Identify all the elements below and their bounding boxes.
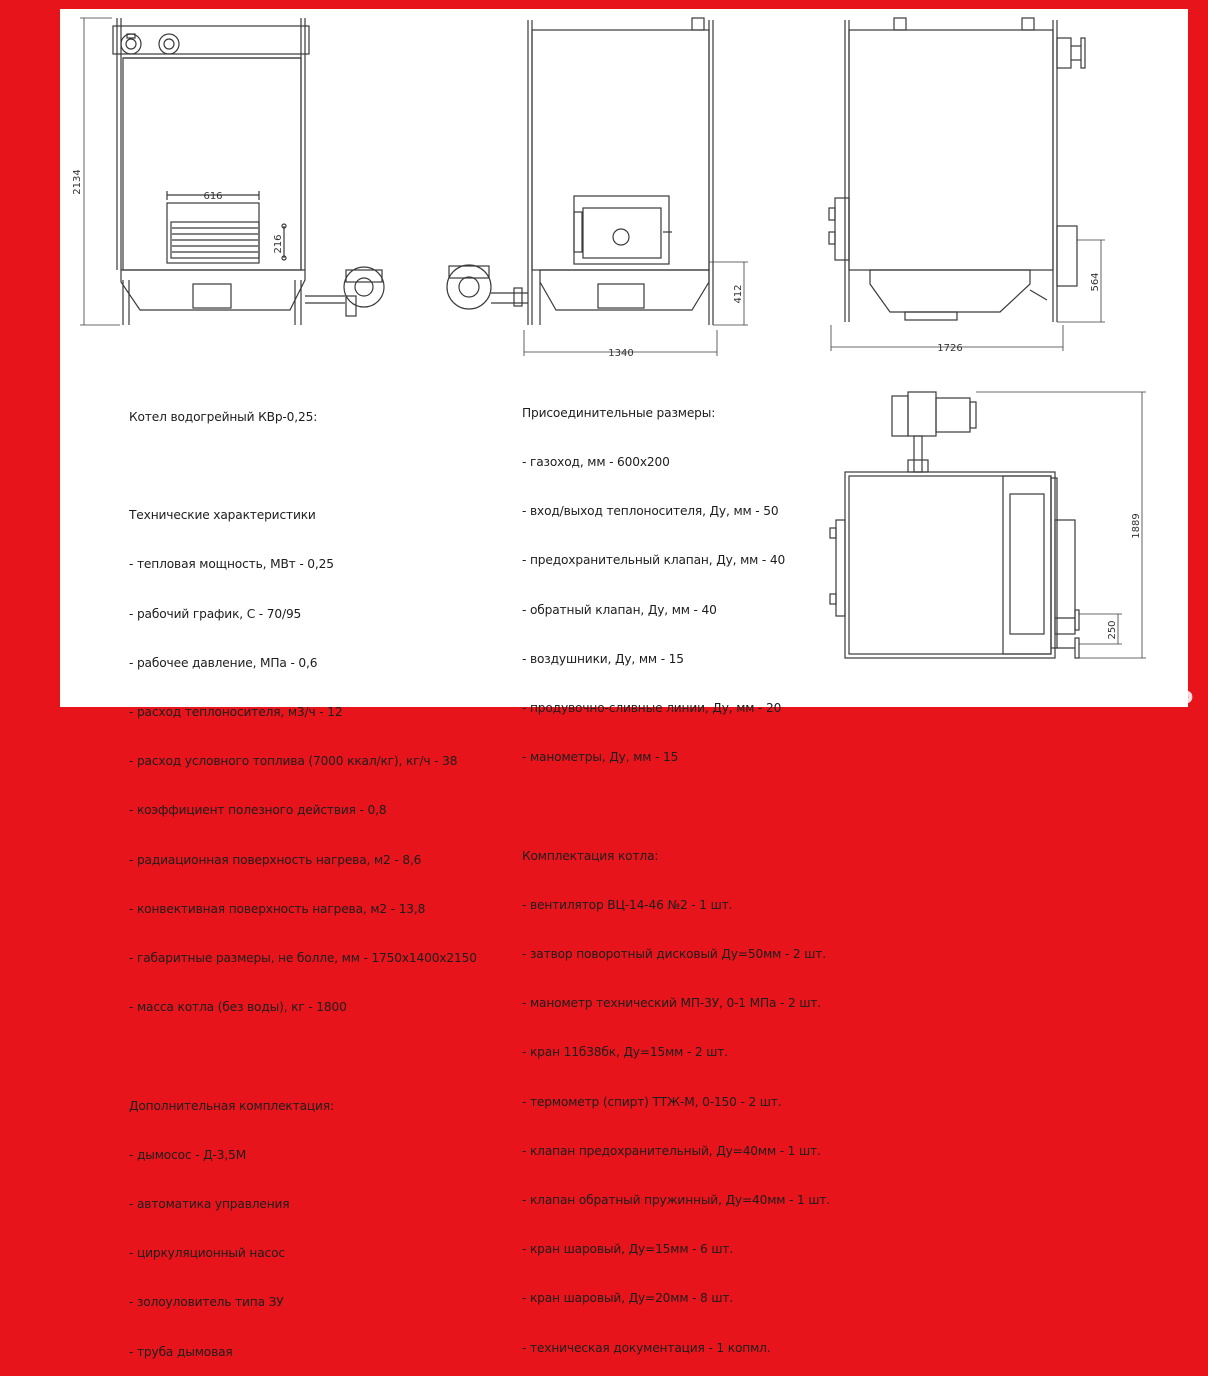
boiler-title: Котел водогрейный КВр-0,25: (129, 409, 318, 424)
kit-line: - клапан предохранительный, Ду=40мм - 1 … (522, 1143, 821, 1158)
dim-back-flue-height: 564 (1090, 272, 1101, 291)
kit-line: - кран шаровый, Ду=15мм - 6 шт. (522, 1242, 734, 1257)
extra-line: - автоматика управления (129, 1197, 290, 1212)
conn-line: - предохранительный клапан, Ду, мм - 40 (522, 553, 786, 568)
conn-line: - продувочно-сливные линии, Ду, мм - 20 (522, 701, 782, 716)
avito-watermark: ●●Avito (1108, 684, 1193, 709)
kit-line: - затвор поворотный дисковый Ду=50мм - 2… (522, 947, 826, 962)
drawing-sheet (60, 9, 1188, 707)
dim-front-height: 2134 (72, 169, 83, 194)
extra-line: - труба дымовая (129, 1344, 233, 1359)
kit-line: - манометр технический МП-3У, 0-1 МПа - … (522, 996, 822, 1011)
conn-line: - манометры, Ду, мм - 15 (522, 750, 679, 765)
extra-heading: Дополнительная комплектация: (129, 1098, 334, 1113)
kit-line: - вентилятор ВЦ-14-46 №2 - 1 шт. (522, 897, 733, 912)
connection-kit-block: Присоединительные размеры: - газоход, мм… (522, 372, 830, 1372)
conn-line: - газоход, мм - 600х200 (522, 455, 670, 470)
dim-side-width: 1340 (608, 348, 633, 359)
kit-heading: Комплектация котла: (522, 848, 659, 863)
side-view (446, 17, 748, 356)
spec-line: - коэффициент полезного действия - 0,8 (129, 803, 387, 818)
spec-line: - рабочее давление, МПа - 0,6 (129, 655, 318, 670)
dim-flue-height: 412 (733, 284, 744, 303)
specs-heading: Технические характеристики (129, 508, 316, 523)
kit-line: - кран шаровый, Ду=20мм - 8 шт. (522, 1291, 734, 1306)
spec-line: - конвективная поверхность нагрева, м2 -… (129, 901, 426, 916)
kit-line: - техническая документация - 1 копмл. (522, 1340, 771, 1355)
technical-drawing: 2134 616 216 1340 412 1726 564 1889 250 (72, 17, 1146, 659)
conn-line: - обратный клапан, Ду, мм - 40 (522, 602, 717, 617)
dim-door-width: 616 (203, 191, 222, 202)
extra-line: - золоуловитель типа ЗУ (129, 1295, 284, 1310)
avito-dots-icon: ●● (1108, 689, 1132, 705)
extra-line: - дымосос - Д-3,5М (129, 1147, 247, 1162)
conn-heading: Присоединительные размеры: (522, 405, 716, 420)
dim-door-height: 216 (273, 234, 284, 253)
kit-line: - кран 11б38бк, Ду=15мм - 2 шт. (522, 1045, 728, 1060)
dim-back-width: 1726 (937, 343, 962, 354)
spec-line: - расход условного топлива (7000 ккал/кг… (129, 754, 458, 769)
kit-line: - клапан обратный пружинный, Ду=40мм - 1… (522, 1193, 831, 1208)
spec-line: - габаритные размеры, не болле, мм - 175… (129, 951, 477, 966)
spec-line: - рабочий график, С - 70/95 (129, 606, 302, 621)
conn-line: - воздушники, Ду, мм - 15 (522, 651, 684, 666)
dim-plan-length: 1889 (1131, 513, 1142, 538)
kit-line: - термометр (спирт) ТТЖ-М, 0-150 - 2 шт. (522, 1094, 782, 1109)
front-view (80, 17, 385, 326)
spec-line: - тепловая мощность, МВт - 0,25 (129, 557, 334, 572)
back-view (828, 17, 1105, 351)
conn-line: - вход/выход теплоносителя, Ду, мм - 50 (522, 504, 779, 519)
spec-line: - расход теплоносителя, м3/ч - 12 (129, 705, 343, 720)
spec-line: - радиационная поверхность нагрева, м2 -… (129, 852, 422, 867)
dim-plan-pipe: 250 (1107, 620, 1118, 639)
boiler-spec-block: Котел водогрейный КВр-0,25: Технические … (129, 376, 477, 1376)
plan-view (829, 391, 1146, 659)
spec-line: - масса котла (без воды), кг - 1800 (129, 1000, 347, 1015)
extra-line: - циркуляционный насос (129, 1246, 285, 1261)
